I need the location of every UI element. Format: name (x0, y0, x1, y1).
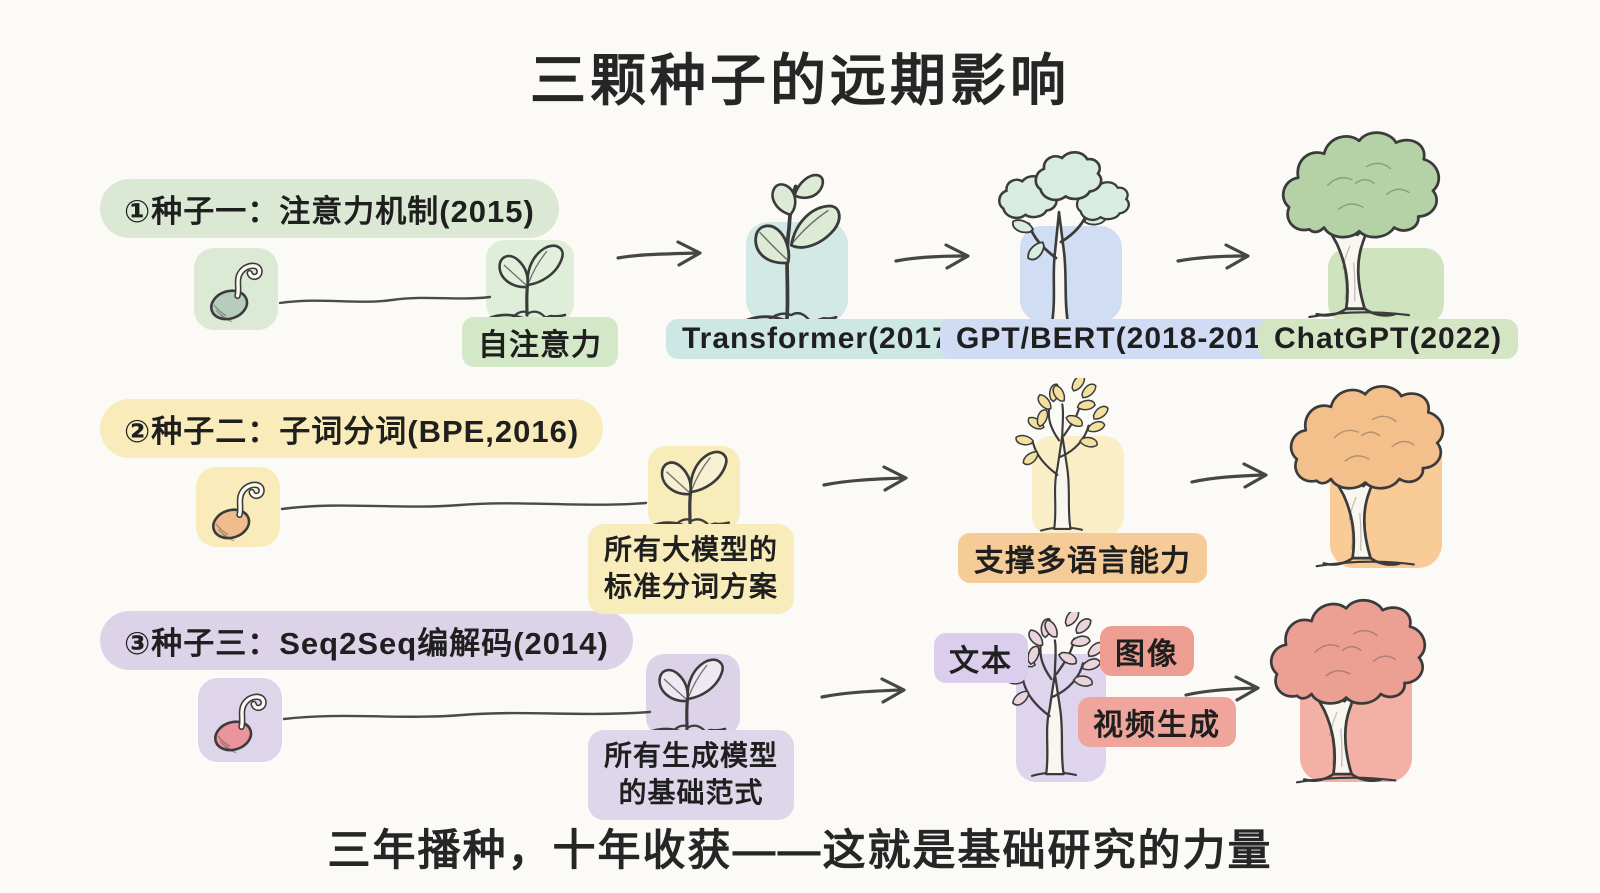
seq2seq-usage-label: 所有生成模型 的基础范式 (588, 730, 795, 820)
bpe-usage-line2: 标准分词方案 (604, 570, 779, 602)
bpe-usage-line1: 所有大模型的 (604, 534, 779, 565)
text-tag: 文本 (934, 633, 1028, 683)
row3-label-pill: ③种子三：Seq2Seq编解码(2014) (100, 611, 633, 670)
row1-label-pill: ①种子一：注意力机制(2015) (100, 179, 559, 238)
gpt-bert-young-tree-icon (986, 148, 1136, 333)
gpt-bert-label: GPT/BERT(2018-2019) (940, 319, 1307, 359)
row2-seedling-icon (636, 436, 744, 538)
seq2seq-usage-line1: 所有生成模型 (604, 740, 779, 771)
gpt-bert-tint (1020, 226, 1122, 322)
row2-young-tree-tint (1032, 436, 1124, 536)
chatgpt-tree-icon (1278, 124, 1444, 320)
multilingual-label: 支撑多语言能力 (958, 533, 1207, 583)
seq2seq-usage-line2: 的基础范式 (618, 776, 764, 808)
row1-seedling-icon (474, 230, 580, 330)
image-tag: 图像 (1100, 626, 1194, 676)
bpe-usage-label: 所有大模型的 标准分词方案 (588, 524, 795, 614)
footer-caption: 三年播种，十年收获——这就是基础研究的力量 (327, 827, 1273, 875)
row3-tree-icon (1266, 592, 1430, 785)
self-attention-label: 自注意力 (462, 317, 618, 367)
row2-tree-icon (1286, 378, 1448, 569)
row3-seed-icon (202, 684, 278, 762)
row2-label-pill: ②种子二：子词分词(BPE,2016) (100, 399, 604, 458)
video-generation-tag: 视频生成 (1078, 697, 1236, 747)
chatgpt-label: ChatGPT(2022) (1258, 319, 1519, 359)
page-title: 三颗种子的远期影响 (530, 49, 1070, 112)
row3-seedling-icon (634, 644, 740, 744)
row1-seed-icon (198, 254, 274, 330)
row2-seed-icon (200, 473, 276, 549)
row2-young-tree-icon (1000, 378, 1123, 538)
transformer-label: Transformer(2017) (666, 319, 977, 359)
transformer-sapling-icon (728, 158, 848, 338)
